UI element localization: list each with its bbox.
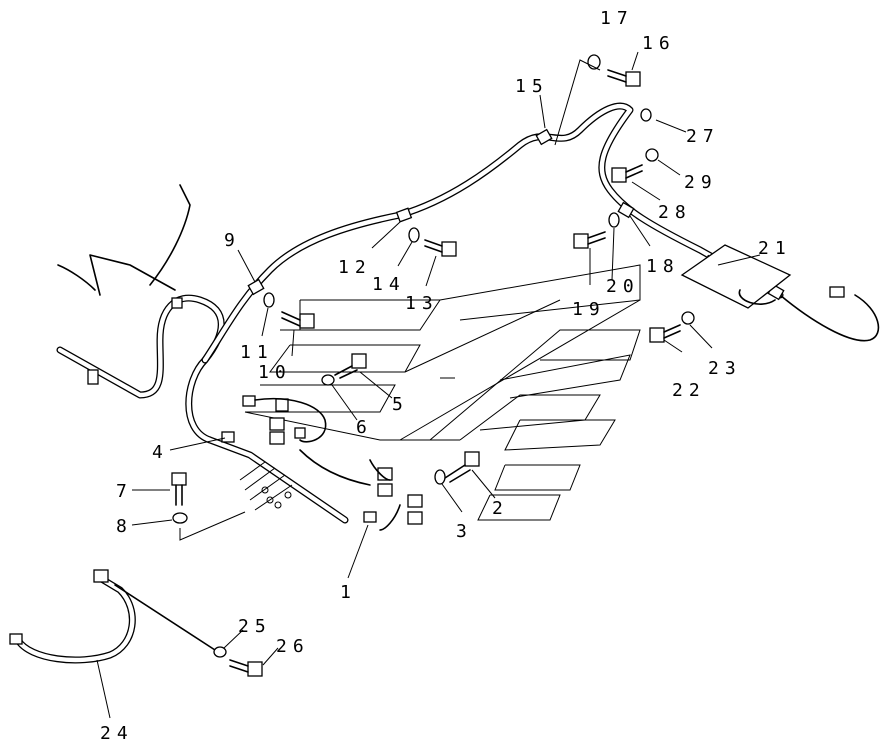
callout-4: 4 <box>152 442 169 463</box>
bolt-13 <box>424 239 457 257</box>
callout-27: 27 <box>686 126 720 147</box>
callout-14: 14 <box>372 274 406 295</box>
callout-29: 29 <box>684 172 718 193</box>
bolt-7 <box>171 472 187 506</box>
callout-19: 19 <box>572 299 606 320</box>
washers <box>172 54 695 658</box>
callout-26: 26 <box>276 636 310 657</box>
callout-16: 16 <box>642 33 676 54</box>
callout-10: 10 <box>258 362 292 383</box>
bolt-19 <box>573 231 606 249</box>
harness-24 <box>9 569 216 664</box>
callout-1: 1 <box>340 582 357 603</box>
callout-8: 8 <box>116 516 133 537</box>
callout-5: 5 <box>392 394 409 415</box>
bolts <box>171 69 681 677</box>
bolt-29 <box>611 164 643 183</box>
bolt-22 <box>649 324 681 343</box>
callout-7: 7 <box>116 481 133 502</box>
callout-21: 21 <box>758 238 792 259</box>
callout-22: 22 <box>672 380 706 401</box>
callout-28: 28 <box>658 202 692 223</box>
bolt-10 <box>281 311 315 329</box>
callout-20: 20 <box>606 276 640 297</box>
callout-23: 23 <box>708 358 742 379</box>
callout-12: 12 <box>338 257 372 278</box>
callout-2: 2 <box>492 498 509 519</box>
connector-cluster <box>242 395 423 531</box>
bolt-26 <box>229 659 263 677</box>
callout-18: 18 <box>646 256 680 277</box>
callout-25: 25 <box>238 616 272 637</box>
bolt-2 <box>444 451 480 483</box>
callout-15: 15 <box>515 76 549 97</box>
bolt-5 <box>334 353 367 379</box>
callout-6: 6 <box>356 417 373 438</box>
wire-leads <box>239 461 293 511</box>
callout-13: 13 <box>405 293 439 314</box>
connector-bracket-21 <box>680 244 845 309</box>
callout-labels: 1 2 3 4 5 6 7 8 9 10 11 12 13 14 15 16 1… <box>100 8 792 744</box>
frame-outline <box>244 264 641 521</box>
callout-9: 9 <box>224 230 241 251</box>
callout-17: 17 <box>600 8 634 29</box>
callout-3: 3 <box>456 521 473 542</box>
bolt-16 <box>607 69 641 87</box>
callout-11: 11 <box>240 342 274 363</box>
leader-lines <box>96 51 761 719</box>
callout-24: 24 <box>100 723 134 744</box>
